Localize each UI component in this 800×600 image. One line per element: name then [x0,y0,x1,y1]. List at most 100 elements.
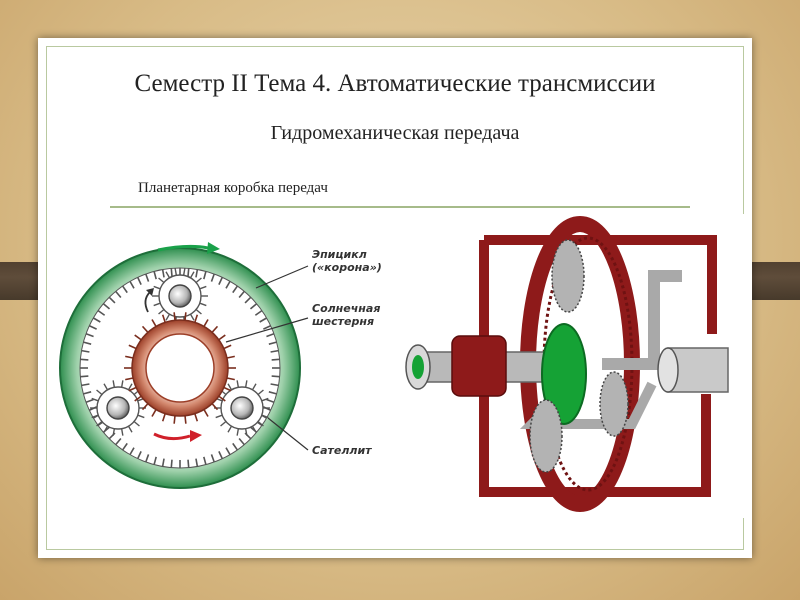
gear-tooth [125,355,134,359]
planet-gear [152,268,208,324]
slide-title: Семестр II Тема 4. Автоматические трансм… [134,70,656,97]
gear-tooth [225,447,231,456]
gear-tooth [195,458,199,467]
gear-tooth [263,325,271,330]
gear-tooth [268,391,277,395]
gear-tooth [271,375,280,378]
gear-tooth [161,314,166,323]
gear-tooth [129,280,135,289]
gear-tooth [121,442,128,451]
gear-tooth [203,271,207,280]
gear-tooth [187,268,190,277]
planetary-gear-cutaway [392,214,746,518]
leader-line-sun [225,317,309,343]
gear-tooth [211,403,219,411]
gear-tooth [173,415,176,424]
gear-tooth [92,317,101,323]
carrier-arm-upper [602,270,682,370]
leader-line-satellite [267,417,309,451]
gear-tooth [134,334,142,341]
gear-tooth [211,325,219,333]
gear-tooth [170,459,173,468]
divider-line [110,206,690,208]
gear-tooth [238,437,245,446]
gear-tooth [271,358,280,361]
gear-tooth [97,309,106,316]
gear-tooth [128,386,137,392]
planetary-gear-cutaway-illustration [405,216,729,512]
gear-tooth [85,333,94,338]
gear-tooth [121,285,128,294]
gear-tooth [80,375,89,378]
gear-tooth [254,309,263,316]
gear-tooth [108,296,116,304]
gear-tooth [226,355,235,359]
gear-tooth [81,349,90,353]
gear-tooth [145,454,150,463]
gear-tooth [238,290,245,299]
gear-tooth [134,395,142,402]
carrier-frame-top [484,235,717,334]
gear-tooth [266,333,275,338]
gear-tooth [268,341,277,345]
gear-tooth [194,413,199,422]
rotation-arrow-planet-head [146,288,154,296]
gear-tooth [249,303,258,310]
gear-tooth [161,413,166,422]
gear-tooth [225,280,231,289]
carrier-frame-left [479,240,642,497]
shaft-end-green [412,355,424,379]
gear-tooth [232,442,239,451]
planetary-gear-illustration [59,242,309,489]
gear-tooth [83,341,92,345]
planet-pin [168,284,192,308]
gear-tooth [195,269,199,278]
cutaway-sun-gear [541,323,587,425]
gear-tooth [137,451,142,459]
gear-tooth [218,277,223,285]
gear-tooth [161,269,165,278]
gear-tooth [81,383,90,387]
gear-tooth [223,386,232,392]
gear-tooth [161,458,165,467]
gear-tooth [184,415,187,424]
gear-tooth [137,277,142,285]
cutaway-planet-top [551,239,585,313]
gear-tooth [153,271,157,280]
gear-tooth [184,312,187,321]
carrier-frame-bottom [642,394,711,497]
gear-tooth [187,459,190,468]
cutaway-planet-right [599,371,629,437]
gear-tooth [270,349,279,353]
gear-tooth [102,303,111,310]
planetary-gear-diagram: Эпицикл («корона») Солнечная шестерня Са… [58,238,384,494]
planet-pin [230,396,254,420]
rotation-arrow-ring [157,244,209,252]
gear-tooth [218,334,226,341]
gear-tooth [125,377,134,381]
gear-tooth [151,409,157,417]
gear-tooth [129,447,135,456]
gear-tooth [80,358,89,361]
rotation-arrow-sun [153,432,191,441]
gear-tooth [244,296,252,304]
rotation-arrow-ring-head [207,242,220,254]
gear-tooth [203,409,209,417]
rotation-arrow-planet [144,291,151,313]
gear-tooth [89,325,97,330]
leader-line-ring [255,265,309,289]
rotation-arrow-sun-head [190,430,202,442]
gear-tooth [173,312,176,321]
planet-gear [90,380,146,436]
gear-tooth [128,344,137,350]
slide-subtitle: Гидромеханическая передача [270,122,520,144]
gear-tooth [223,344,232,350]
gear-tooth [141,325,149,333]
gear-tooth [203,456,207,465]
gear-tooth [153,456,157,465]
label-satellite: Сателлит [312,444,372,457]
gear-tooth [115,437,122,446]
gear-tooth [226,377,235,381]
gear-tooth [170,268,173,277]
gear-tooth [210,454,215,463]
